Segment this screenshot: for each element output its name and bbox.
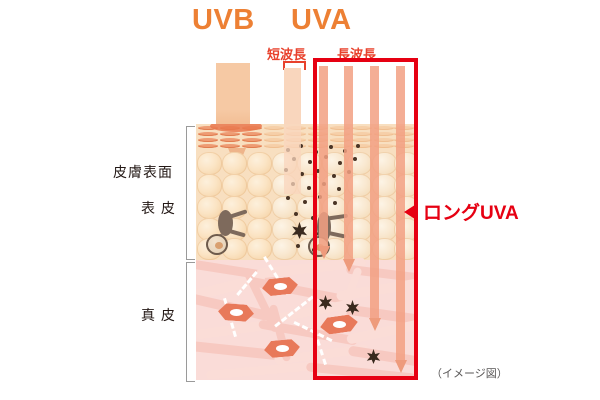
- label-dermis: 真 皮: [141, 307, 176, 323]
- long-uva-beam-in-skin: [344, 124, 353, 261]
- long-uva-beam: [370, 66, 379, 125]
- left-arrow-icon: [404, 202, 418, 221]
- long-uva-beam-in-skin: [370, 124, 379, 320]
- long-uva-emphasis-box: [313, 58, 418, 380]
- label-short-wavelength: 短波長: [267, 47, 307, 62]
- long-uva-beam-in-skin: [319, 124, 328, 248]
- uvb-beam: [216, 63, 250, 125]
- short-uva-beam: [284, 68, 301, 125]
- dermis-bracket: [186, 262, 195, 382]
- short-wavelength-bracket: [283, 61, 306, 70]
- long-uva-arrowhead: [369, 318, 381, 331]
- epidermis-bracket: [186, 126, 195, 260]
- title-uvb: UVB: [192, 4, 255, 36]
- label-skin-surface: 皮膚表面: [113, 164, 173, 180]
- long-uva-beam: [344, 66, 353, 125]
- long-uva-arrowhead: [318, 246, 330, 259]
- long-uva-label: ロングUVA: [423, 203, 519, 224]
- title-uva: UVA: [291, 4, 352, 36]
- long-uva-beam: [396, 66, 405, 125]
- long-uva-arrowhead: [343, 259, 355, 272]
- long-uva-annotation: ロングUVA: [404, 198, 519, 225]
- label-epidermis: 表 皮: [141, 200, 176, 216]
- long-uva-beam: [319, 66, 328, 125]
- uvb-inflammation-cap: [210, 124, 262, 132]
- image-caption: （イメージ図）: [431, 368, 508, 380]
- long-uva-beam-in-skin: [396, 124, 405, 362]
- short-uva-beam-in-skin: [284, 124, 301, 194]
- long-uva-arrowhead: [395, 360, 407, 373]
